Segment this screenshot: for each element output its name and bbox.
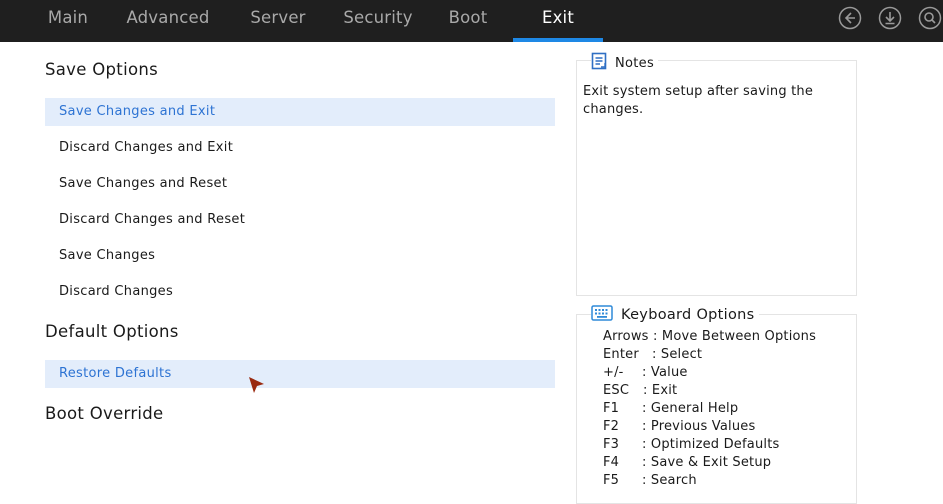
notes-text: Exit system setup after saving the chang…	[583, 84, 814, 117]
mouse-cursor	[247, 376, 267, 396]
tab-server[interactable]: Server	[250, 8, 306, 27]
search-icon[interactable]	[918, 6, 942, 30]
keyboard-row: +/- : Value	[603, 364, 688, 382]
key-label: F1	[603, 401, 620, 416]
menu-item-save-changes[interactable]: Save Changes	[59, 248, 156, 263]
menu-item-discard-changes[interactable]: Discard Changes	[59, 284, 174, 299]
menu-item-discard-changes-and-exit[interactable]: Discard Changes and Exit	[59, 140, 234, 155]
tab-main[interactable]: Main	[47, 8, 89, 27]
key-label: +/-	[603, 365, 624, 380]
key-description: : Select	[652, 347, 703, 362]
tab-boot[interactable]: Boot	[448, 8, 488, 27]
keyboard-options-header: Keyboard Options	[591, 304, 759, 326]
back-icon[interactable]	[838, 6, 862, 30]
keyboard-row: F3 : Optimized Defaults	[603, 436, 779, 454]
key-description: : Optimized Defaults	[642, 437, 780, 452]
key-description: : Value	[642, 365, 688, 380]
download-icon[interactable]	[878, 6, 902, 30]
menu-item-discard-changes-and-reset[interactable]: Discard Changes and Reset	[59, 212, 246, 227]
section-title-boot-override: Boot Override	[45, 404, 164, 423]
key-description: : Search	[642, 473, 697, 488]
keyboard-icon	[591, 304, 613, 326]
key-label: F2	[603, 419, 620, 434]
menu-item-restore-defaults[interactable]: Restore Defaults	[45, 360, 555, 388]
key-label: F3	[603, 437, 620, 452]
menu-item-save-changes-and-reset[interactable]: Save Changes and Reset	[59, 176, 228, 191]
section-title-save-options: Save Options	[45, 60, 159, 79]
notes-header: Notes	[591, 52, 659, 74]
keyboard-row: F4 : Save & Exit Setup	[603, 454, 771, 472]
key-label: ESC	[603, 383, 630, 398]
key-label: Arrows	[603, 329, 649, 344]
key-description: : Exit	[643, 383, 678, 398]
tab-security[interactable]: Security	[343, 8, 413, 27]
key-description: : Previous Values	[642, 419, 756, 434]
notes-title: Notes	[615, 55, 655, 71]
key-label: Enter	[603, 347, 639, 362]
keyboard-row: ESC : Exit	[603, 382, 677, 400]
keyboard-row: F5 : Search	[603, 472, 697, 490]
key-description: : General Help	[642, 401, 739, 416]
tab-exit[interactable]: Exit	[513, 0, 603, 42]
key-description: : Save & Exit Setup	[642, 455, 772, 470]
key-description: : Move Between Options	[653, 329, 817, 344]
keyboard-row: Arrows : Move Between Options	[603, 328, 816, 346]
key-label: F4	[603, 455, 620, 470]
notes-panel	[576, 60, 857, 296]
key-label: F5	[603, 473, 620, 488]
top-nav-bar: Main Advanced Server Security Boot Exit	[0, 0, 943, 42]
tab-advanced[interactable]: Advanced	[126, 8, 210, 27]
menu-item-save-changes-and-exit[interactable]: Save Changes and Exit	[45, 98, 555, 126]
notes-icon	[591, 52, 607, 74]
keyboard-options-title: Keyboard Options	[621, 307, 755, 323]
keyboard-row: F2 : Previous Values	[603, 418, 755, 436]
section-title-default-options: Default Options	[45, 322, 179, 341]
keyboard-row: F1 : General Help	[603, 400, 738, 418]
keyboard-row: Enter : Select	[603, 346, 702, 364]
